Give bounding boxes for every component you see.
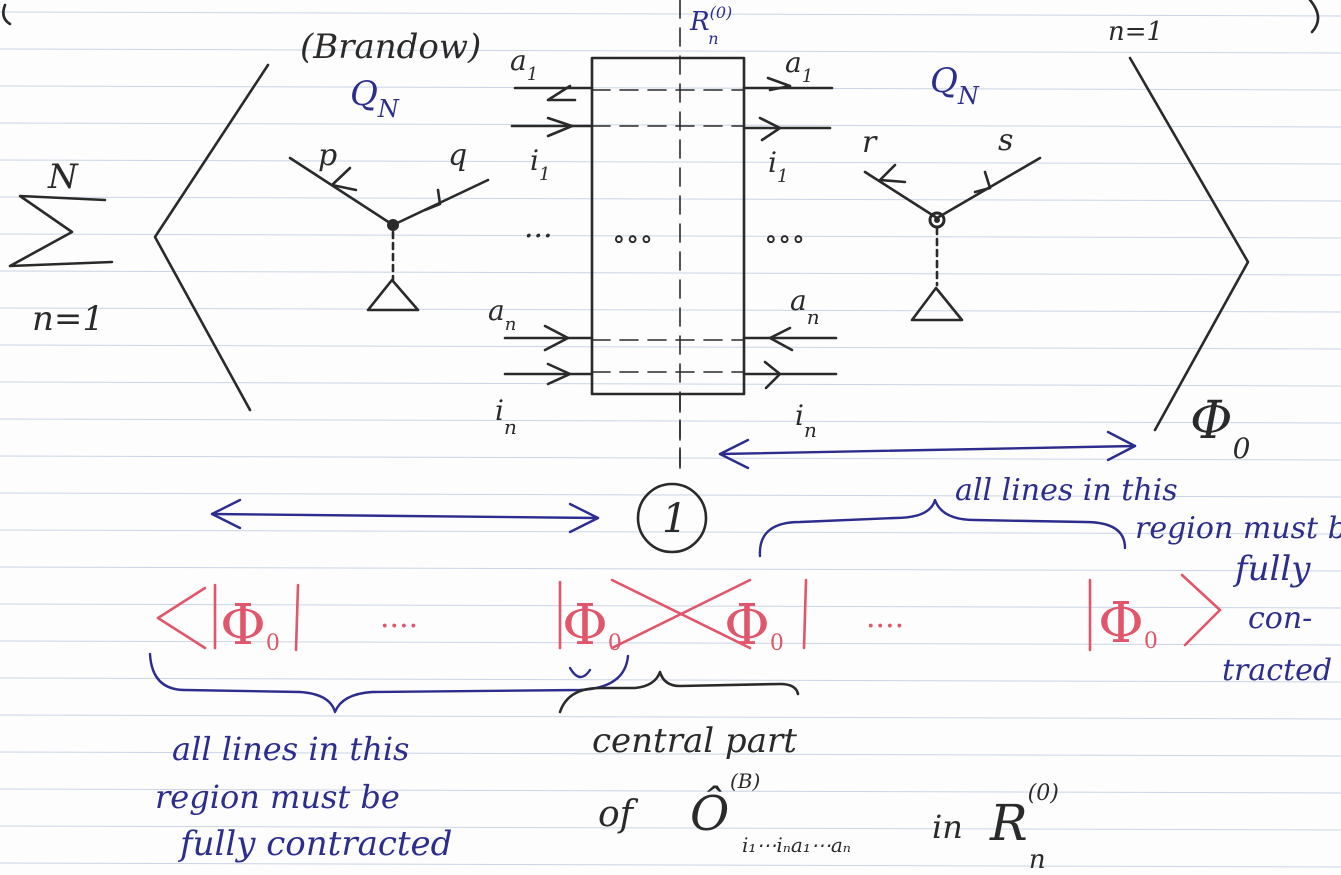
- sum-upper-right: n=1: [1108, 17, 1163, 47]
- author-note: (Brandow): [300, 27, 481, 67]
- right-note-line4: con-: [1248, 601, 1312, 636]
- central-annotation: central part of Ô (B) i₁⋯iₙa₁⋯aₙ in R(0)…: [592, 721, 1059, 875]
- right-region-brace: [758, 498, 1127, 558]
- left-region-brace: [148, 652, 630, 714]
- chain-dots-2: ····: [866, 609, 904, 644]
- header-bracket-fragment: [1308, 0, 1320, 34]
- rule-line: [0, 418, 1341, 424]
- right-angle-bracket: [1128, 56, 1250, 432]
- summation: N n=1: [8, 157, 114, 339]
- left-note-line3: fully contracted: [177, 824, 452, 864]
- left-note-line2: region must be: [155, 778, 400, 816]
- box-dots-left: ···: [524, 219, 553, 254]
- rule-line: [0, 640, 1341, 646]
- rule-line: [0, 862, 1341, 868]
- rule-line: [0, 85, 1341, 91]
- rule-line: [0, 751, 1341, 757]
- box-dots-right: ∘∘∘: [764, 222, 805, 255]
- chain-phi-3: Φ0: [724, 593, 784, 658]
- rule-line: [0, 307, 1341, 313]
- rule-line: [0, 529, 1341, 535]
- left-leg-p: p: [318, 138, 337, 173]
- central-note-O: Ô: [690, 784, 729, 842]
- chain-phi-1: Φ0: [220, 593, 280, 658]
- right-note-line2: region must be: [1135, 511, 1341, 546]
- rule-line: [0, 714, 1341, 720]
- rule-line: [0, 122, 1341, 128]
- circled-one-label: 1: [662, 496, 687, 542]
- rule-line: [0, 603, 1341, 609]
- central-note-sub: i₁⋯iₙa₁⋯aₙ: [742, 833, 851, 857]
- central-note-R: R(0)n: [989, 781, 1059, 875]
- rule-line: [0, 48, 1341, 54]
- central-note-line1: central part: [592, 721, 797, 761]
- central-box: a1 i1 a1 i1 an in an in ··· ∘∘∘ ∘∘∘: [488, 0, 838, 471]
- central-note-in: in: [932, 808, 963, 846]
- right-vertex: QN r s: [862, 61, 1042, 322]
- rule-line: [0, 492, 1341, 498]
- box-label-a1-right: a1: [785, 46, 813, 87]
- rule-line: [0, 825, 1341, 831]
- left-leg-q: q: [448, 138, 467, 173]
- right-note-line5: tracted: [1222, 653, 1332, 688]
- box-label-i1-right: i1: [768, 146, 788, 187]
- left-region-annotation: all lines in this region must be fully c…: [155, 730, 452, 864]
- header-fragment-left: [2, 3, 12, 26]
- rule-line: [0, 233, 1341, 239]
- rule-line: [0, 788, 1341, 794]
- left-region-arrow: [210, 498, 600, 534]
- central-note-of: of: [598, 794, 639, 835]
- box-dots-mid: ∘∘∘: [612, 222, 653, 255]
- sum-lower: n=1: [32, 299, 104, 339]
- box-label-in-right: in: [795, 399, 817, 442]
- chain-phi-4: Φ0: [1098, 591, 1158, 656]
- right-note-line3: fully: [1232, 549, 1311, 589]
- right-leg-s: s: [998, 123, 1013, 158]
- box-label-an-left: an: [488, 294, 516, 335]
- rule-line: [0, 455, 1341, 461]
- box-label-an-right: an: [790, 284, 820, 329]
- right-region-annotation: all lines in this region must be fully c…: [955, 473, 1341, 688]
- rule-line: [0, 196, 1341, 202]
- rule-line: [0, 159, 1341, 165]
- rule-line: [0, 566, 1341, 572]
- left-vertex-label: QN: [350, 74, 400, 123]
- central-brace: [558, 670, 800, 714]
- rule-line: [0, 344, 1341, 350]
- central-note-sup: (B): [730, 769, 760, 793]
- box-label-in-left: in: [495, 394, 517, 439]
- rule-line: [0, 270, 1341, 276]
- brace-mark: [568, 666, 592, 679]
- left-vertex: QN p q: [288, 74, 490, 312]
- replica-label: R(0)n: [689, 3, 732, 48]
- rule-line: [0, 11, 1341, 17]
- chain-phi-2: Φ0: [562, 593, 622, 658]
- ruled-lines: [0, 11, 1341, 868]
- rule-line: [0, 381, 1341, 387]
- chain-dots-1: ····: [380, 609, 418, 644]
- left-angle-bracket: [153, 63, 270, 412]
- rule-line: [0, 677, 1341, 683]
- right-leg-r: r: [862, 125, 878, 160]
- box-label-a1-left: a1: [510, 44, 538, 85]
- right-vertex-label: QN: [930, 61, 980, 110]
- right-note-line1: all lines in this: [955, 473, 1178, 508]
- left-note-line1: all lines in this: [172, 730, 409, 768]
- phi0-symbol: Φ0: [1190, 391, 1250, 465]
- circled-one: [636, 482, 708, 554]
- box-label-i1-left: i1: [530, 144, 550, 185]
- sum-upper: N: [47, 157, 79, 197]
- right-region-arrow: [718, 430, 1137, 470]
- red-chain: Φ0 ···· Φ0 Φ0 ···· Φ0: [156, 573, 1222, 658]
